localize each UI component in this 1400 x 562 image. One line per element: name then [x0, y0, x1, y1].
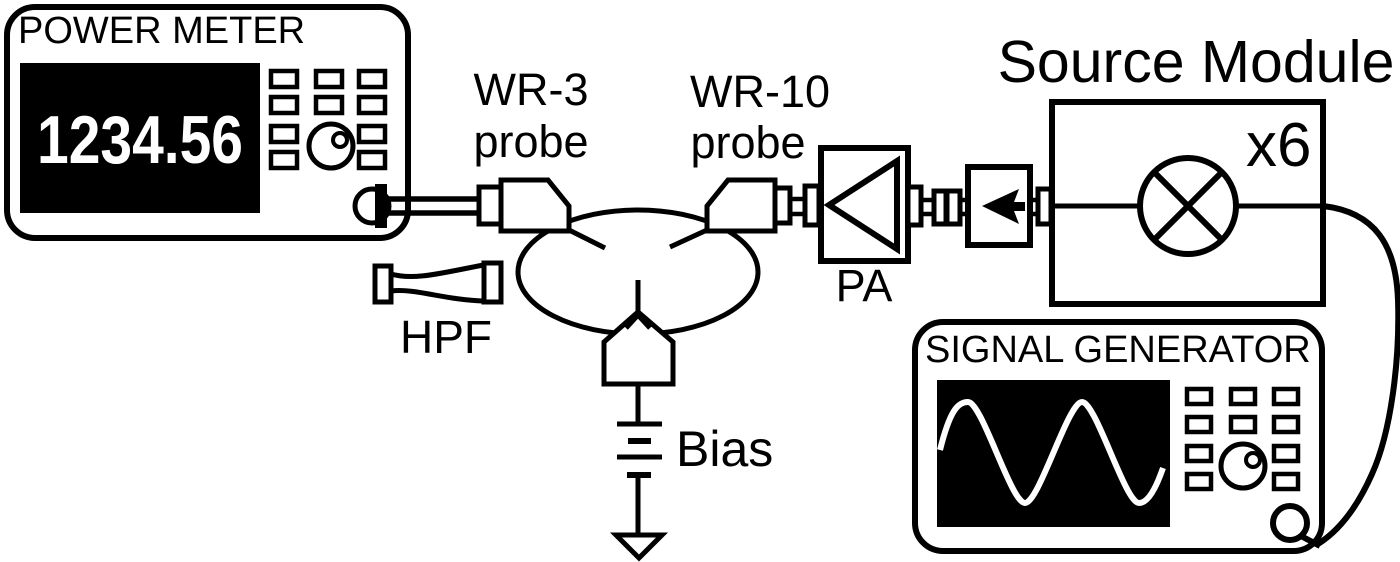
wr10-probe-label-line1: WR-10 [690, 66, 830, 117]
bias-needle-leg [624, 313, 640, 330]
keypad-button [1184, 414, 1214, 435]
pa-label: PA [836, 260, 893, 311]
keypad-button [356, 123, 388, 145]
waveguide-flange [905, 184, 924, 228]
rf-cable [1316, 203, 1400, 547]
amplifier-triangle-icon [823, 155, 900, 255]
keypad-button [356, 149, 388, 171]
waveguide-flange [944, 188, 963, 227]
bias-network: Bias [601, 280, 773, 562]
hpf-taper-horn [388, 262, 487, 304]
hpf-flange-right [481, 260, 504, 305]
keypad-button [313, 94, 345, 116]
wr10-flange [772, 185, 793, 226]
keypad-button [1271, 471, 1301, 492]
wr10-probe-label-line2: probe [690, 117, 805, 168]
keypad-button [1228, 386, 1258, 407]
multiplier-cross-line [1151, 169, 1225, 243]
rf-output-connector-tail [1299, 533, 1322, 549]
rf-output-connector [1270, 503, 1310, 543]
bias-label: Bias [676, 421, 773, 477]
bias-needle-leg [636, 313, 652, 330]
keypad-button [1271, 414, 1301, 435]
keypad-button [313, 68, 345, 90]
keypad-button [1228, 414, 1258, 435]
power-sensor-bar [375, 184, 387, 228]
keypad-button [1271, 443, 1301, 464]
power-amplifier: PA [818, 145, 963, 311]
keypad-button [268, 123, 300, 145]
isolator-arrow-icon [982, 189, 1025, 224]
bias-probe-body [601, 308, 676, 387]
power-meter-title: POWER METER [18, 10, 305, 52]
power-meter-instrument: POWER METER 1234.56 [4, 4, 479, 241]
source-module-title: Source Module [998, 29, 1395, 95]
multiplier-factor-label: x6 [1246, 111, 1311, 180]
wr10-probe-body [704, 177, 778, 234]
signal-generator-instrument: SIGNAL GENERATOR [912, 319, 1325, 554]
knob-marker-dot [1244, 451, 1262, 469]
keypad-button [1184, 443, 1214, 464]
wr3-probe-body [498, 177, 572, 234]
signal-generator-title: SIGNAL GENERATOR [925, 329, 1311, 371]
wr3-probe-needle [567, 227, 607, 251]
power-meter-keypad [268, 68, 388, 171]
wr3-probe: WR-3 probe [473, 64, 607, 251]
signal-generator-keypad [1184, 386, 1301, 492]
wr3-probe-label-line2: probe [473, 116, 588, 167]
isolator [960, 164, 1054, 248]
source-module: Source Module x6 [998, 29, 1395, 307]
sine-wave-trace [937, 398, 1166, 507]
wr10-probe: WR-10 probe [668, 66, 830, 250]
hpf-label: HPF [400, 311, 492, 363]
ground-symbol [609, 532, 669, 562]
wr3-flange [476, 184, 504, 227]
knob-marker-dot [331, 131, 349, 149]
keypad-button [356, 94, 388, 116]
wr3-probe-label-line1: WR-3 [474, 64, 589, 115]
keypad-button [1271, 386, 1301, 407]
waveguide-flange [802, 183, 822, 228]
keypad-button [268, 68, 300, 90]
high-pass-filter: HPF [372, 260, 504, 363]
keypad-button [1184, 471, 1214, 492]
keypad-button [268, 94, 300, 116]
power-meter-reading: 1234.56 [37, 104, 243, 178]
wr10-probe-needle [668, 227, 709, 250]
waveguide-flange [931, 188, 949, 227]
keypad-button [1184, 386, 1214, 407]
keypad-button [356, 68, 388, 90]
power-meter-display [20, 63, 260, 213]
keypad-button [268, 149, 300, 171]
